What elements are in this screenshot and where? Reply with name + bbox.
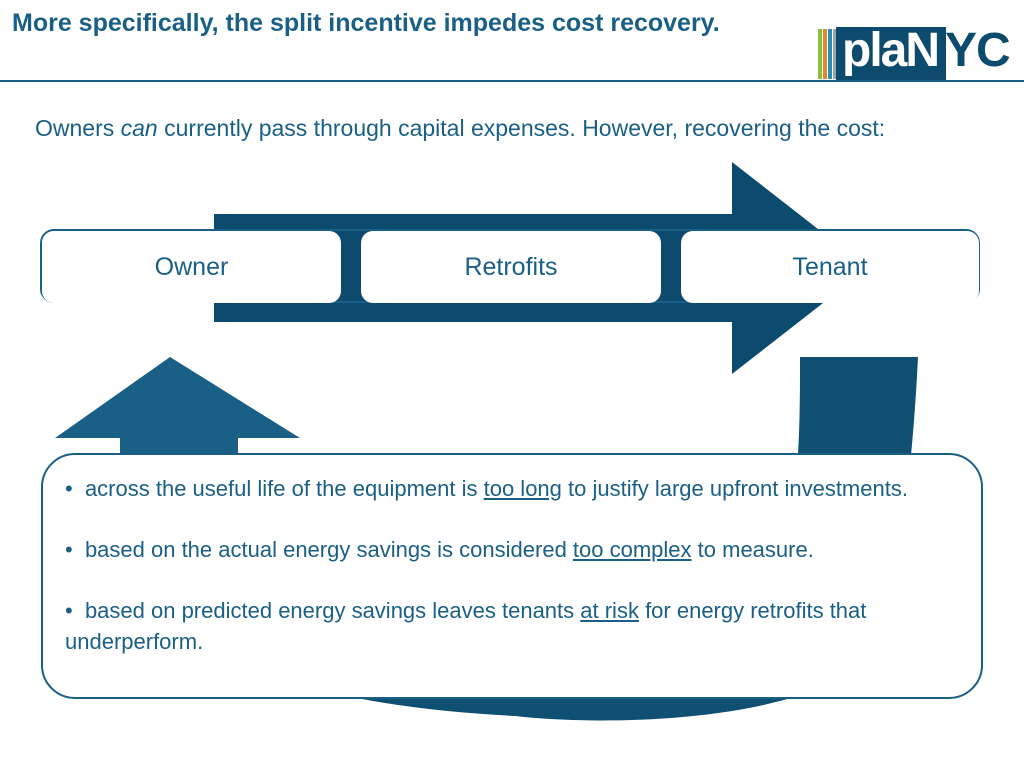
underlined-phrase: too long bbox=[483, 476, 562, 501]
flow-box-retrofits: Retrofits bbox=[361, 231, 661, 303]
up-arrow-head bbox=[55, 357, 300, 438]
subtitle: Owners can currently pass through capita… bbox=[35, 115, 886, 141]
slide-title: More specifically, the split incentive i… bbox=[12, 9, 720, 37]
subtitle-emphasis: can bbox=[120, 115, 158, 141]
underlined-phrase: at risk bbox=[580, 598, 639, 623]
bullet-item: • across the useful life of the equipmen… bbox=[65, 476, 908, 501]
bullet-item: • based on predicted energy savings leav… bbox=[65, 598, 867, 654]
logo-stripe-gray bbox=[833, 29, 837, 79]
bullet-panel: • across the useful life of the equipmen… bbox=[41, 453, 983, 699]
logo-stripe-green bbox=[818, 29, 822, 79]
bullet-item: • based on the actual energy savings is … bbox=[65, 537, 814, 562]
logo-plan-box bbox=[836, 27, 946, 81]
plan-nyc-logo: plaN YC bbox=[818, 24, 1024, 82]
logo-plan-text: plaN bbox=[842, 24, 940, 77]
logo-stripe-orange bbox=[823, 29, 827, 79]
flow-box-owner: Owner bbox=[42, 231, 341, 303]
flow-box-tenant: Tenant bbox=[681, 231, 979, 303]
title-divider bbox=[0, 80, 1024, 82]
logo-stripe-blue bbox=[828, 29, 832, 79]
logo-nyc-text: YC bbox=[945, 24, 1011, 77]
underlined-phrase: too complex bbox=[572, 537, 692, 562]
